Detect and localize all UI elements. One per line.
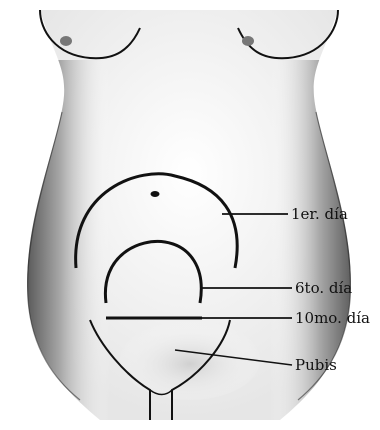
right-side-shading bbox=[270, 60, 360, 430]
left-nipple bbox=[60, 36, 72, 46]
label-day6: 6to. día bbox=[295, 279, 352, 297]
label-day1: 1er. día bbox=[291, 205, 348, 223]
label-pubis: Pubis bbox=[295, 356, 337, 374]
pubis-shading bbox=[120, 320, 260, 400]
navel bbox=[151, 191, 160, 197]
right-nipple bbox=[242, 36, 254, 46]
label-day10: 10mo. día bbox=[295, 309, 370, 327]
left-side-shading bbox=[20, 60, 110, 430]
